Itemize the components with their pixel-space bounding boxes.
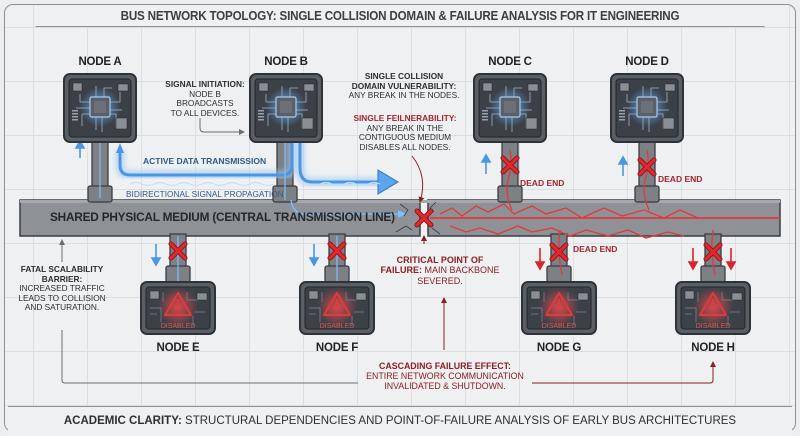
- active-transmission-label: ACTIVE DATA TRANSMISSION: [143, 156, 267, 166]
- node-b-label: NODE B: [264, 56, 308, 68]
- node-f-label: NODE F: [315, 342, 359, 354]
- diagram-title: BUS NETWORK TOPOLOGY: SINGLE COLLISION D…: [35, 5, 765, 27]
- node-a-label: NODE A: [78, 56, 122, 68]
- node-b-board-icon: [249, 73, 323, 143]
- footer-heading: ACADEMIC CLARITY:: [63, 415, 182, 427]
- failure-arrows: [534, 248, 737, 271]
- dead-end-label-g: DEAD END: [573, 244, 618, 254]
- node-f-disabled-text: DISABLED: [320, 323, 355, 330]
- single-failure-note: SINGLE FEILNERABILITY: ANY BREAK IN THE …: [353, 113, 457, 152]
- bus-label: SHARED PHYSICAL MEDIUM (CENTRAL TRANSMIS…: [50, 210, 395, 224]
- signal-initiation-pointer: [199, 118, 245, 135]
- signal-initiation-note: SIGNAL INITIATION: NODE B BROADCASTS TO …: [165, 79, 245, 118]
- node-e-disabled-text: DISABLED: [161, 323, 196, 330]
- node-g-disabled-text: DISABLED: [542, 323, 577, 330]
- node-d-board-icon: [610, 73, 684, 143]
- node-d-label: NODE D: [625, 56, 669, 68]
- scalability-left-line: [61, 330, 358, 384]
- cascading-failure-note: CASCADING FAILURE EFFECT: ENTIRE NETWORK…: [366, 361, 524, 392]
- dead-end-label-c: DEAD END: [520, 178, 565, 188]
- node-h-label: NODE H: [691, 342, 735, 354]
- node-h-disabled-text: DISABLED: [696, 323, 731, 330]
- signal-arrows: [74, 139, 629, 267]
- scalability-note: FATAL SCALABILITY BARRIER: INCREASED TRA…: [18, 264, 106, 313]
- collision-domain-note: SINGLE COLLISION DOMAIN VULNERABILITY: A…: [348, 71, 460, 101]
- single-failure-pointer: [411, 155, 425, 203]
- node-e-label: NODE E: [156, 342, 200, 354]
- critical-point-note: CRITICAL POINT OF FAILURE: MAIN BACKBONE…: [380, 255, 500, 286]
- bidirectional-label: BIDIRECTIONAL SIGNAL PROPAGATION: [126, 189, 284, 199]
- footer-text: STRUCTURAL DEPENDENCIES AND POINT-OF-FAI…: [181, 415, 737, 427]
- node-a-board-icon: [63, 73, 137, 143]
- footer-caption: ACADEMIC CLARITY: STRUCTURAL DEPENDENCIE…: [8, 406, 792, 436]
- dead-end-label-d: DEAD END: [658, 174, 703, 184]
- node-g-label: NODE G: [536, 342, 582, 354]
- signal-initiation-heading: SIGNAL INITIATION:: [165, 79, 245, 89]
- node-c-label: NODE C: [488, 56, 532, 68]
- cascading-to-node-h-line: [532, 361, 716, 384]
- node-c-board-icon: [473, 73, 547, 143]
